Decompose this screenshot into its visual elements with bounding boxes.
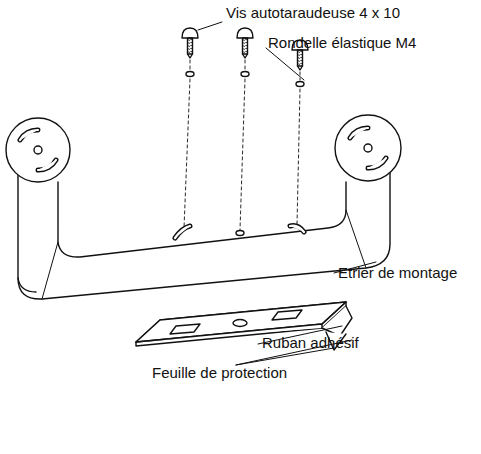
part-label: Ruban adhésif: [262, 334, 359, 352]
part-label: Etrier de montage: [338, 264, 457, 282]
leader-lines: [198, 22, 376, 365]
assembly-lines: [184, 60, 300, 230]
part-label: Feuille de protection: [152, 364, 287, 382]
part-label: Rondelle élastique M4: [268, 34, 416, 52]
part-label: Vis autotaraudeuse 4 x 10: [226, 4, 400, 22]
